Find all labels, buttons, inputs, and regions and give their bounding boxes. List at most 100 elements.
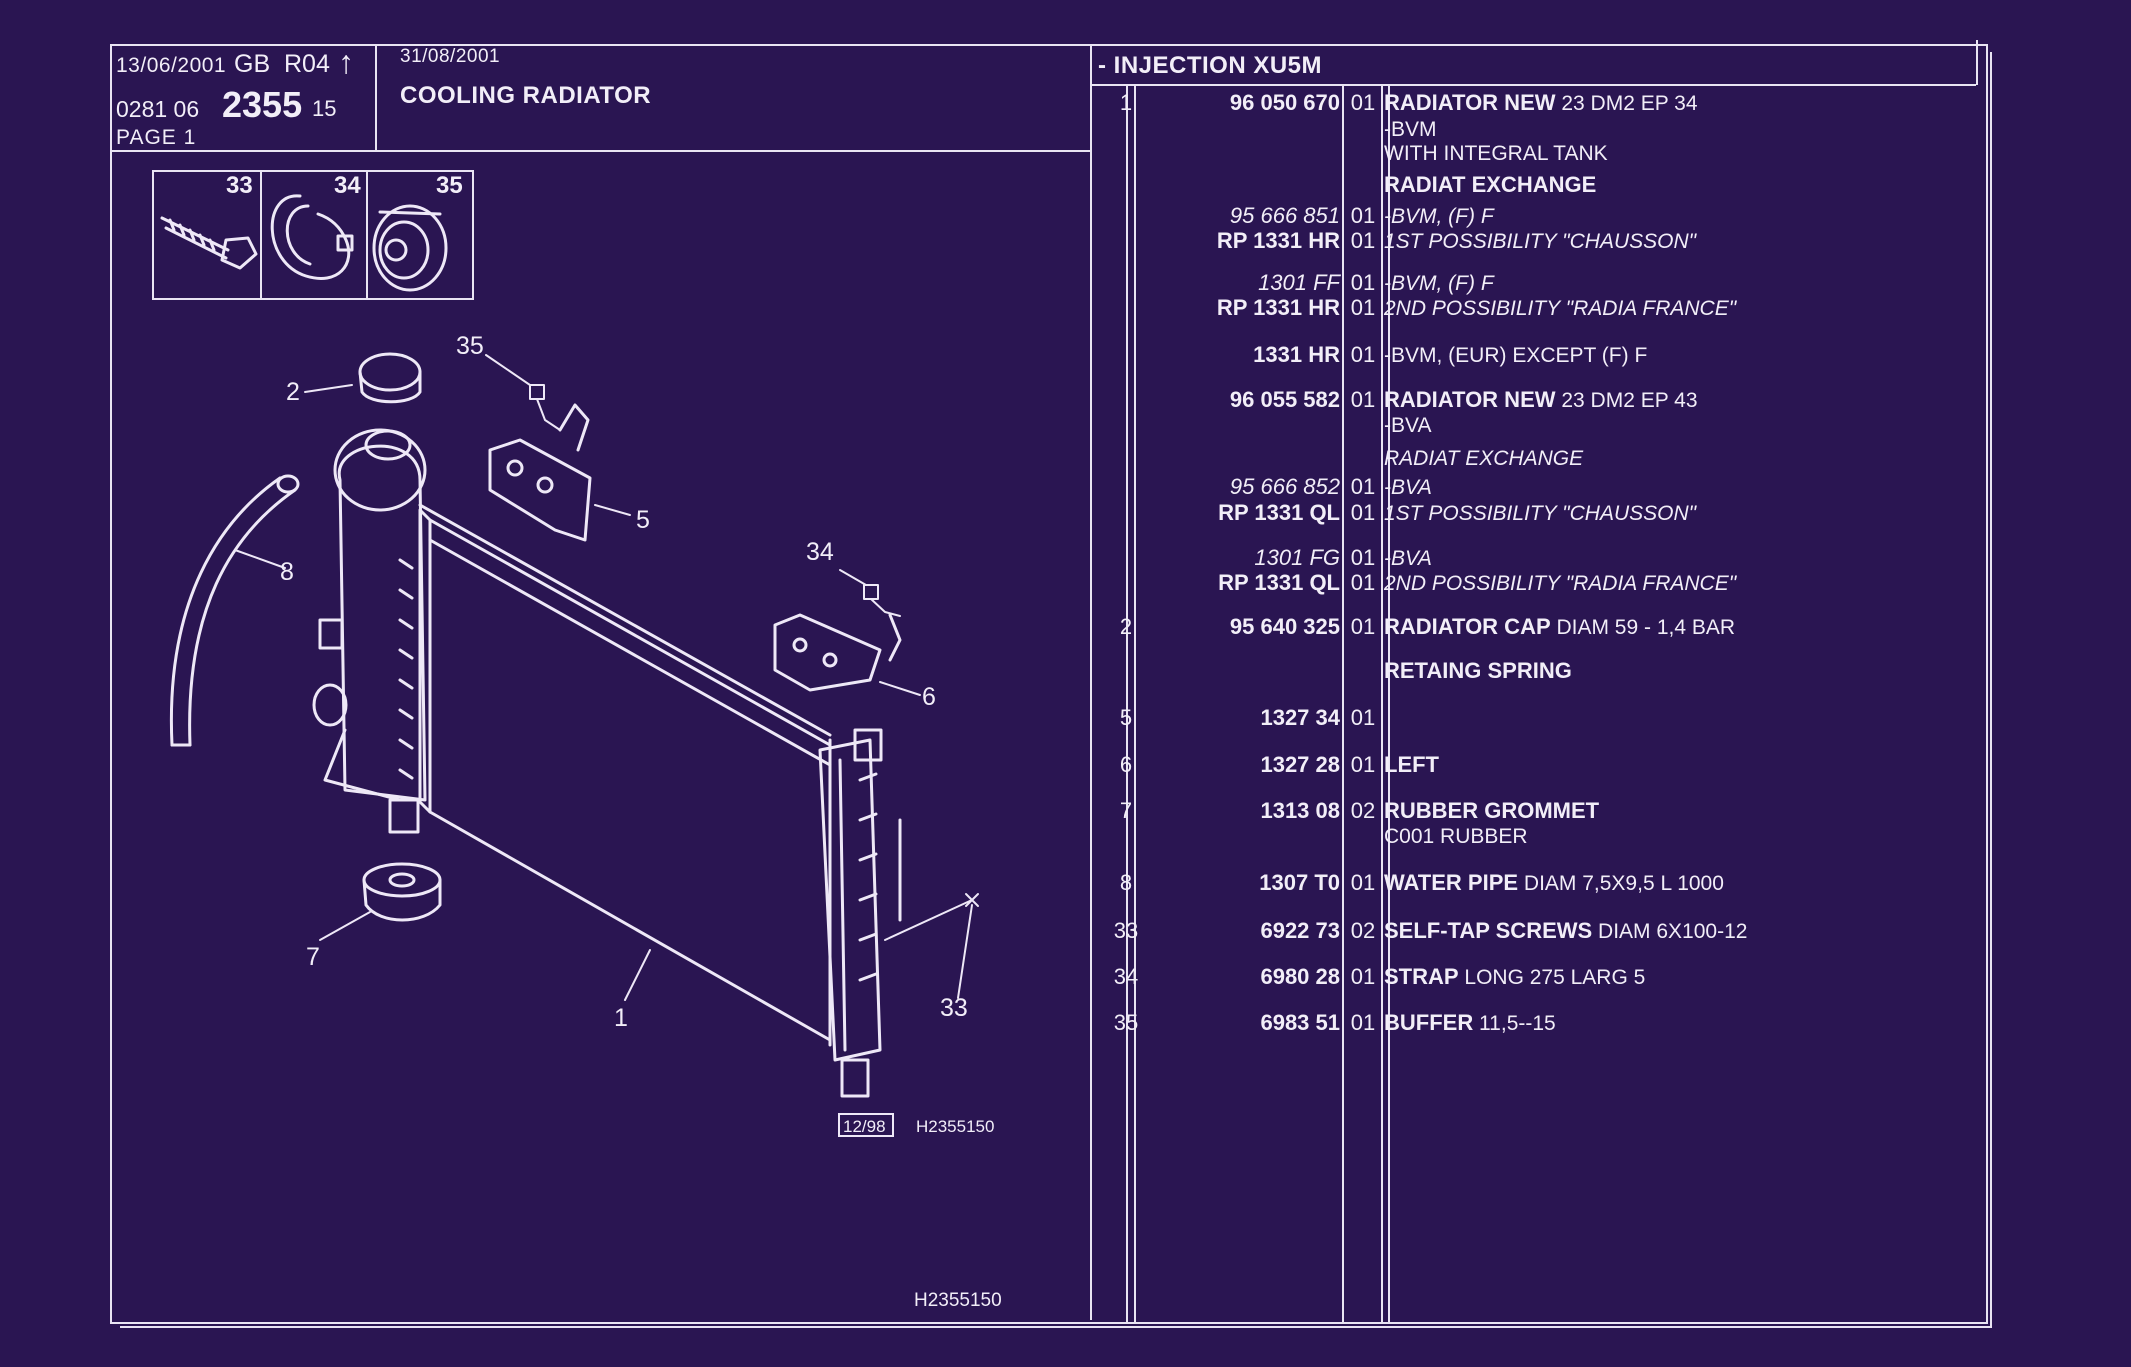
header-code-prefix: 0281 06 bbox=[116, 96, 200, 122]
description-bold: SELF-TAP SCREWS bbox=[1384, 918, 1593, 943]
part-reference: 95 666 852 bbox=[1229, 474, 1340, 499]
description-text: 23 DM2 EP 43 bbox=[1555, 389, 1698, 412]
col-line-3 bbox=[1342, 86, 1344, 1322]
part-description: BUFFER 11,5--15 bbox=[1384, 1010, 1556, 1036]
part-reference: 1327 28 bbox=[1260, 752, 1340, 777]
quantity: 01 bbox=[1350, 614, 1376, 639]
description-text: 1ST POSSIBILITY "CHAUSSON" bbox=[1384, 230, 1697, 253]
header-code-suffix: 15 bbox=[312, 96, 337, 121]
item-number: 34 bbox=[1113, 964, 1139, 989]
description-bold: RADIATOR NEW bbox=[1384, 90, 1556, 115]
col-line-4 bbox=[1381, 86, 1383, 1322]
callout-33: 33 bbox=[940, 994, 968, 1022]
part-description: WATER PIPE DIAM 7,5X9,5 L 1000 bbox=[1384, 870, 1724, 896]
quantity: 01 bbox=[1350, 705, 1376, 730]
description-text: 11,5--15 bbox=[1473, 1012, 1556, 1035]
header-page: PAGE 1 bbox=[116, 126, 197, 149]
callout-35: 35 bbox=[456, 332, 484, 360]
part-description: -BVA bbox=[1384, 474, 1432, 500]
callout-6: 6 bbox=[922, 683, 936, 711]
description-text: 2ND POSSIBILITY "RADIA FRANCE" bbox=[1384, 297, 1737, 320]
quantity: 01 bbox=[1350, 387, 1376, 412]
description-text: 23 DM2 EP 34 bbox=[1555, 92, 1698, 115]
part-reference: 96 050 670 bbox=[1229, 90, 1340, 115]
quantity: 01 bbox=[1350, 1010, 1376, 1035]
quantity: 01 bbox=[1350, 500, 1376, 525]
outer-bottom-line bbox=[120, 1326, 1992, 1328]
page-frame bbox=[110, 44, 1988, 1324]
part-reference: RP 1331 QL bbox=[1218, 570, 1340, 595]
part-reference: 6922 73 bbox=[1260, 918, 1340, 943]
quantity: 01 bbox=[1350, 270, 1376, 295]
part-description: RADIATOR NEW 23 DM2 EP 43 bbox=[1384, 387, 1698, 413]
rubber-grommet bbox=[362, 862, 442, 922]
part-description: STRAP LONG 275 LARG 5 bbox=[1384, 964, 1645, 990]
item-number: 6 bbox=[1119, 752, 1133, 777]
part-description: SELF-TAP SCREWS DIAM 6X100-12 bbox=[1384, 918, 1747, 944]
callout-34: 34 bbox=[806, 538, 834, 566]
left-panel-divider bbox=[1090, 46, 1092, 1320]
radiator-core bbox=[418, 503, 832, 1047]
description-text: RADIAT EXCHANGE bbox=[1384, 447, 1584, 470]
description-bold: STRAP bbox=[1384, 964, 1459, 989]
header-date2: 31/08/2001 bbox=[400, 46, 501, 67]
strap-icon bbox=[270, 194, 354, 280]
part-reference: 95 640 325 bbox=[1229, 614, 1340, 639]
quantity: 01 bbox=[1350, 342, 1376, 367]
part-reference: RP 1331 HR bbox=[1216, 295, 1340, 320]
buffer-icon bbox=[372, 204, 448, 292]
callout-8: 8 bbox=[280, 558, 294, 586]
item-number: 33 bbox=[1113, 918, 1139, 943]
item-number: 8 bbox=[1119, 870, 1133, 895]
part-description: -BVM, (F) F bbox=[1384, 203, 1494, 229]
description-text: -BVM bbox=[1384, 118, 1437, 141]
part-description: -BVA bbox=[1384, 412, 1431, 438]
footer-ref: H2355150 bbox=[914, 1290, 1002, 1311]
description-bold: RETAING SPRING bbox=[1384, 658, 1572, 683]
header-arrow-icon: ↑ bbox=[338, 44, 354, 80]
part-description: RUBBER GROMMET bbox=[1384, 798, 1599, 824]
part-reference: 1313 08 bbox=[1260, 798, 1340, 823]
part-description: 1ST POSSIBILITY "CHAUSSON" bbox=[1384, 228, 1696, 254]
description-bold: RADIATOR CAP bbox=[1384, 614, 1551, 639]
header-date: 13/06/2001 bbox=[116, 54, 227, 77]
part-description: -BVA bbox=[1384, 545, 1432, 571]
description-text: 2ND POSSIBILITY "RADIA FRANCE" bbox=[1384, 572, 1737, 595]
thumb-number-35: 35 bbox=[436, 172, 463, 199]
part-description: RADIAT EXCHANGE bbox=[1384, 445, 1583, 471]
item-number: 2 bbox=[1119, 614, 1133, 639]
part-reference: 1301 FF bbox=[1258, 270, 1340, 295]
callout-2: 2 bbox=[286, 378, 300, 406]
quantity: 01 bbox=[1350, 474, 1376, 499]
outer-right-line bbox=[1990, 52, 1992, 1328]
header-revision: R04 bbox=[284, 50, 330, 78]
part-description: -BVM, (F) F bbox=[1384, 270, 1494, 296]
part-reference: 95 666 851 bbox=[1229, 203, 1340, 228]
left-tank bbox=[312, 428, 427, 834]
thumb-number-34: 34 bbox=[334, 172, 361, 199]
description-text: -BVM, (F) F bbox=[1384, 205, 1494, 228]
part-reference: 6983 51 bbox=[1260, 1010, 1340, 1035]
part-description: 1ST POSSIBILITY "CHAUSSON" bbox=[1384, 500, 1696, 526]
description-bold: BUFFER bbox=[1384, 1010, 1474, 1035]
item-number: 1 bbox=[1119, 90, 1133, 115]
part-description: 2ND POSSIBILITY "RADIA FRANCE" bbox=[1384, 295, 1736, 321]
bracket-5 bbox=[488, 403, 592, 542]
description-bold: LEFT bbox=[1384, 752, 1439, 777]
header-bottom-line bbox=[110, 150, 1092, 152]
description-text: DIAM 59 - 1,4 BAR bbox=[1550, 616, 1736, 639]
thumb-divider-1 bbox=[260, 170, 262, 298]
part-reference: 1327 34 bbox=[1260, 705, 1340, 730]
part-reference: RP 1331 QL bbox=[1218, 500, 1340, 525]
page-title: COOLING RADIATOR bbox=[400, 82, 652, 109]
part-reference: RP 1331 HR bbox=[1216, 228, 1340, 253]
part-reference: 6980 28 bbox=[1260, 964, 1340, 989]
part-description: WITH INTEGRAL TANK bbox=[1384, 140, 1608, 166]
part-reference: 96 055 582 bbox=[1229, 387, 1340, 412]
description-text: WITH INTEGRAL TANK bbox=[1384, 142, 1608, 165]
part-reference: 1331 HR bbox=[1253, 342, 1340, 367]
part-description: -BVM, (EUR) EXCEPT (F) F bbox=[1384, 342, 1647, 368]
thumbnail-strip bbox=[152, 170, 474, 300]
